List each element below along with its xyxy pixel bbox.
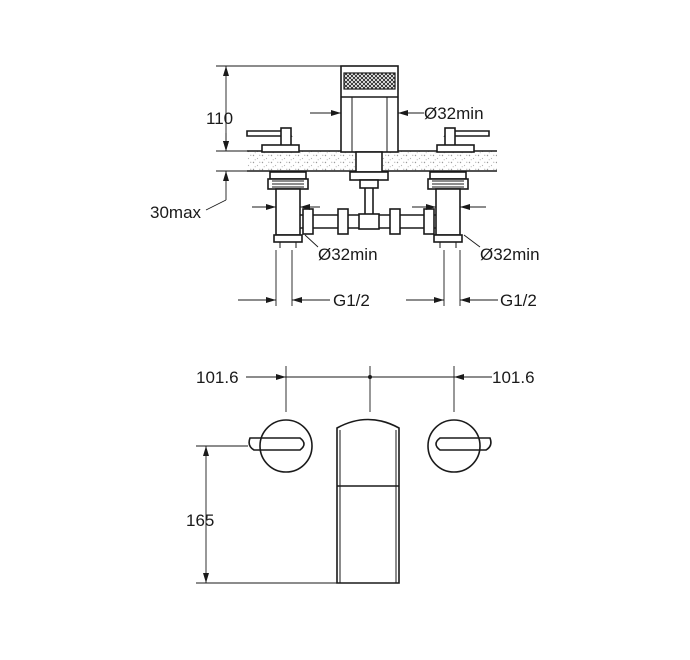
deck-thickness-label: 30max [150,203,202,222]
right-hole-dimension: Ø32min [412,204,540,264]
spacing-dimension: 101.6 101.6 [196,366,535,412]
front-elevation: 110 30max Ø32min Ø32min [150,65,540,310]
deck-thickness-dimension: 30max [150,133,247,222]
spout-diameter-label: Ø32min [424,104,484,123]
left-hole-label: Ø32min [318,245,378,264]
left-spacing-label: 101.6 [196,368,239,387]
left-thread-label: G1/2 [333,291,370,310]
spout-diameter-dimension: Ø32min [310,104,484,123]
left-thread-dimension: G1/2 [238,250,370,310]
spout [340,65,399,220]
spout-plan [336,418,400,584]
right-valve [427,127,490,248]
height-label: 110 [206,109,233,128]
height-dimension: 110 [206,65,341,152]
right-hole-label: Ø32min [480,245,540,264]
right-thread-label: G1/2 [500,291,537,310]
left-hole-dimension: Ø32min [252,204,378,264]
plan-view: 101.6 101.6 165 [186,366,535,584]
right-thread-dimension: G1/2 [406,250,537,310]
left-valve [246,127,309,248]
right-spacing-label: 101.6 [492,368,535,387]
mixing-pipe [300,208,436,235]
left-handle-plan [248,419,313,473]
right-handle-plan [427,419,492,473]
depth-label: 165 [186,511,214,530]
depth-dimension: 165 [186,445,337,584]
